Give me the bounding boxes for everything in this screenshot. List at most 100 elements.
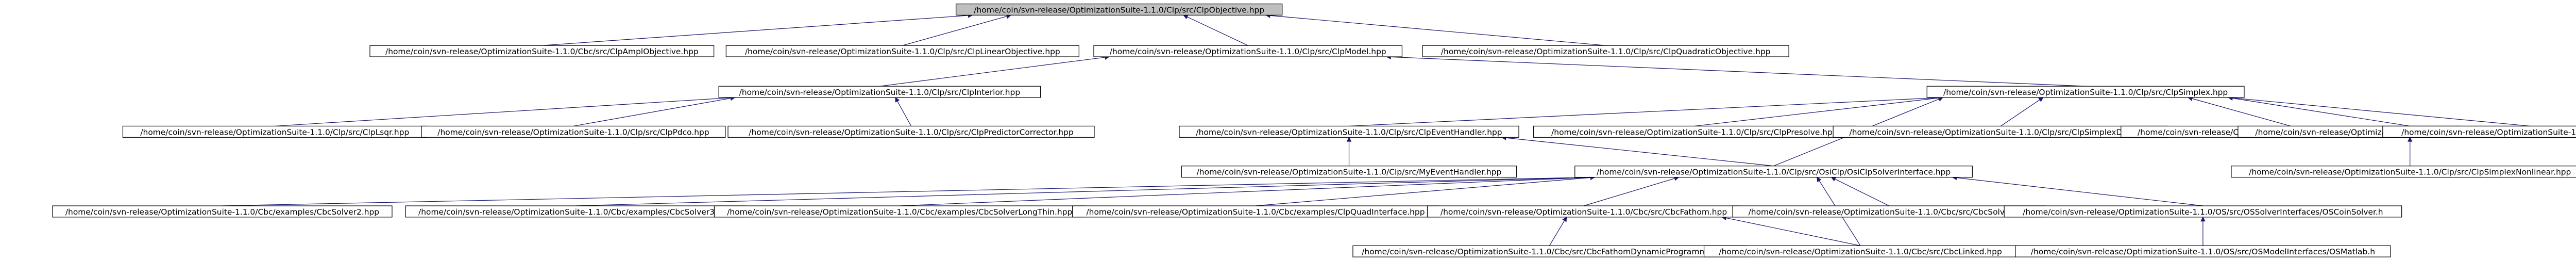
edge-oscoinsolver-to-osiclp <box>1952 175 2203 206</box>
file-node-osmatlab[interactable]: /home/coin/svn-release/OptimizationSuite… <box>2015 245 2391 257</box>
file-node-box <box>1181 166 1517 178</box>
file-node-simplexdual[interactable]: /home/coin/svn-release/OptimizationSuite… <box>1833 125 2169 138</box>
file-node-interior[interactable]: /home/coin/svn-release/OptimizationSuite… <box>718 86 1041 98</box>
file-node-label: /home/coin/svn-release/OptimizationSuite… <box>974 5 1264 14</box>
edge-lsqr-to-interior <box>275 95 736 127</box>
file-node-cbclongthin[interactable]: /home/coin/svn-release/OptimizationSuite… <box>714 205 1086 218</box>
edge-predcorr-to-interior <box>895 97 912 126</box>
file-node-label: /home/coin/svn-release/OptimizationSuite… <box>1551 127 1838 137</box>
edge-linked-to-fathom <box>1721 215 1861 246</box>
edge-fathomdp-to-fathom <box>1549 216 1567 246</box>
edge-line <box>1956 177 2203 206</box>
file-node-box <box>421 125 726 138</box>
arrowhead-icon <box>2038 97 2044 102</box>
edge-line <box>573 98 731 127</box>
edge-cbcsolver2-to-osiclp <box>222 174 1596 206</box>
edge-cbcsolver3-to-osiclp <box>575 175 1596 206</box>
file-node-label: /home/coin/svn-release/OptimizationSuite… <box>1719 247 2002 256</box>
file-node-box <box>1093 45 1403 57</box>
file-node-label: /home/coin/svn-release/OptimizationSuite… <box>2023 207 2383 217</box>
edge-line <box>1391 56 2086 87</box>
edge-interior-to-model <box>879 55 1110 87</box>
file-node-idiot[interactable]: /home/coin/svn-release/OptimizationSuite… <box>2382 125 2576 138</box>
file-node-nonlinear[interactable]: /home/coin/svn-release/OptimizationSuite… <box>2231 166 2576 178</box>
arrowhead-icon <box>2200 216 2206 222</box>
file-node-predcorr[interactable]: /home/coin/svn-release/OptimizationSuite… <box>727 125 1095 138</box>
file-node-box <box>2015 245 2391 257</box>
edge-line <box>1505 137 1774 167</box>
edge-myevent-to-eventhandler <box>1346 137 1352 166</box>
edge-osmatlab-to-oscoinsolver <box>2200 216 2206 246</box>
file-node-simplex[interactable]: /home/coin/svn-release/OptimizationSuite… <box>1926 86 2245 98</box>
arrowhead-icon <box>1831 177 1837 182</box>
file-node-label: /home/coin/svn-release/OptimizationSuite… <box>745 47 1060 56</box>
file-node-label: /home/coin/svn-release/OptimizationSuite… <box>2249 168 2571 177</box>
file-node-box <box>1179 125 1519 138</box>
file-node-box <box>2231 166 2576 178</box>
edge-line <box>2000 99 2040 126</box>
edge-quadobj-to-root <box>1265 13 1606 46</box>
file-node-label: /home/coin/svn-release/OptimizationSuite… <box>1362 247 1737 256</box>
file-node-pdco[interactable]: /home/coin/svn-release/OptimizationSuite… <box>421 125 726 138</box>
file-node-lsqr[interactable]: /home/coin/svn-release/OptimizationSuite… <box>122 125 427 138</box>
file-node-linobj[interactable]: /home/coin/svn-release/OptimizationSuite… <box>725 45 1079 57</box>
file-node-myevent[interactable]: /home/coin/svn-release/OptimizationSuite… <box>1181 166 1517 178</box>
edge-line <box>1835 178 1889 206</box>
edge-line <box>1726 217 1861 246</box>
file-node-label: /home/coin/svn-release/OptimizationSuite… <box>1749 207 2030 217</box>
file-node-oscoinsolver[interactable]: /home/coin/svn-release/OptimizationSuite… <box>2004 205 2402 218</box>
file-node-fathom[interactable]: /home/coin/svn-release/OptimizationSuite… <box>1427 205 1741 218</box>
file-node-presolve[interactable]: /home/coin/svn-release/OptimizationSuite… <box>1533 125 1856 138</box>
file-node-box <box>725 45 1079 57</box>
file-node-box <box>1926 86 2245 98</box>
file-node-root: /home/coin/svn-release/OptimizationSuite… <box>956 3 1283 16</box>
file-node-label: /home/coin/svn-release/OptimizationSuite… <box>1196 127 1502 137</box>
edge-simplexdual-to-simplex <box>2000 97 2044 126</box>
file-node-cbcsolver[interactable]: /home/coin/svn-release/OptimizationSuite… <box>1732 205 2046 218</box>
file-nodes: /home/coin/svn-release/OptimizationSuite… <box>52 3 2576 257</box>
edge-cbcsolver-to-osiclp <box>1831 177 1889 206</box>
edge-line <box>2232 98 2410 127</box>
edge-line <box>879 57 1106 87</box>
edge-line <box>902 15 1007 46</box>
file-node-label: /home/coin/svn-release/OptimizationSuite… <box>1086 207 1425 217</box>
file-node-osiclp[interactable]: /home/coin/svn-release/OptimizationSuite… <box>1574 166 1973 178</box>
edge-line <box>897 101 912 126</box>
file-node-label: /home/coin/svn-release/OptimizationSuite… <box>140 127 409 137</box>
file-node-label: /home/coin/svn-release/OptimizationSuite… <box>1441 47 1771 56</box>
edge-pdco-to-interior <box>573 95 736 127</box>
arrowhead-icon <box>1346 137 1352 142</box>
file-node-label: /home/coin/svn-release/OptimizationSuite… <box>65 207 379 217</box>
edge-line <box>1187 17 1248 46</box>
file-node-label: /home/coin/svn-release/OptimizationSuite… <box>1850 127 2153 137</box>
file-node-clpquadif[interactable]: /home/coin/svn-release/OptimizationSuite… <box>1072 205 1439 218</box>
edge-line <box>1549 220 1565 246</box>
file-node-label: /home/coin/svn-release/OptimizationSuite… <box>1197 168 1502 177</box>
edge-simplex-to-model <box>1386 54 2086 87</box>
file-node-box <box>369 45 715 57</box>
edge-line <box>1269 15 1606 46</box>
file-node-label: /home/coin/svn-release/OptimizationSuite… <box>2401 127 2576 137</box>
file-node-box <box>727 125 1095 138</box>
file-node-fathomdp[interactable]: /home/coin/svn-release/OptimizationSuite… <box>1352 245 1747 257</box>
file-node-label: /home/coin/svn-release/OptimizationSuite… <box>1440 207 1727 217</box>
file-node-label: /home/coin/svn-release/OptimizationSuite… <box>437 127 709 137</box>
edge-simplexother-to-simplex <box>2188 96 2291 127</box>
file-node-cbcsolver3[interactable]: /home/coin/svn-release/OptimizationSuite… <box>405 205 745 218</box>
file-node-label: /home/coin/svn-release/OptimizationSuite… <box>749 127 1073 137</box>
file-node-label: /home/coin/svn-release/OptimizationSuite… <box>1110 47 1386 56</box>
edge-model-to-root <box>1183 14 1248 46</box>
file-node-cbcsolver2[interactable]: /home/coin/svn-release/OptimizationSuite… <box>52 205 393 218</box>
file-node-linked[interactable]: /home/coin/svn-release/OptimizationSuite… <box>1703 245 2018 257</box>
arrowhead-icon <box>895 97 900 103</box>
edge-line <box>575 177 1591 206</box>
arrowhead-icon <box>1817 176 1822 183</box>
file-node-quadobj[interactable]: /home/coin/svn-release/OptimizationSuite… <box>1422 45 1789 57</box>
file-node-amplobj[interactable]: /home/coin/svn-release/OptimizationSuite… <box>369 45 715 57</box>
edge-line <box>2192 98 2291 127</box>
file-node-eventhandler[interactable]: /home/coin/svn-release/OptimizationSuite… <box>1179 125 1519 138</box>
edge-nonlinear-to-simplexprimal <box>2407 137 2413 166</box>
edge-line <box>1694 98 1939 127</box>
file-node-model[interactable]: /home/coin/svn-release/OptimizationSuite… <box>1093 45 1403 57</box>
